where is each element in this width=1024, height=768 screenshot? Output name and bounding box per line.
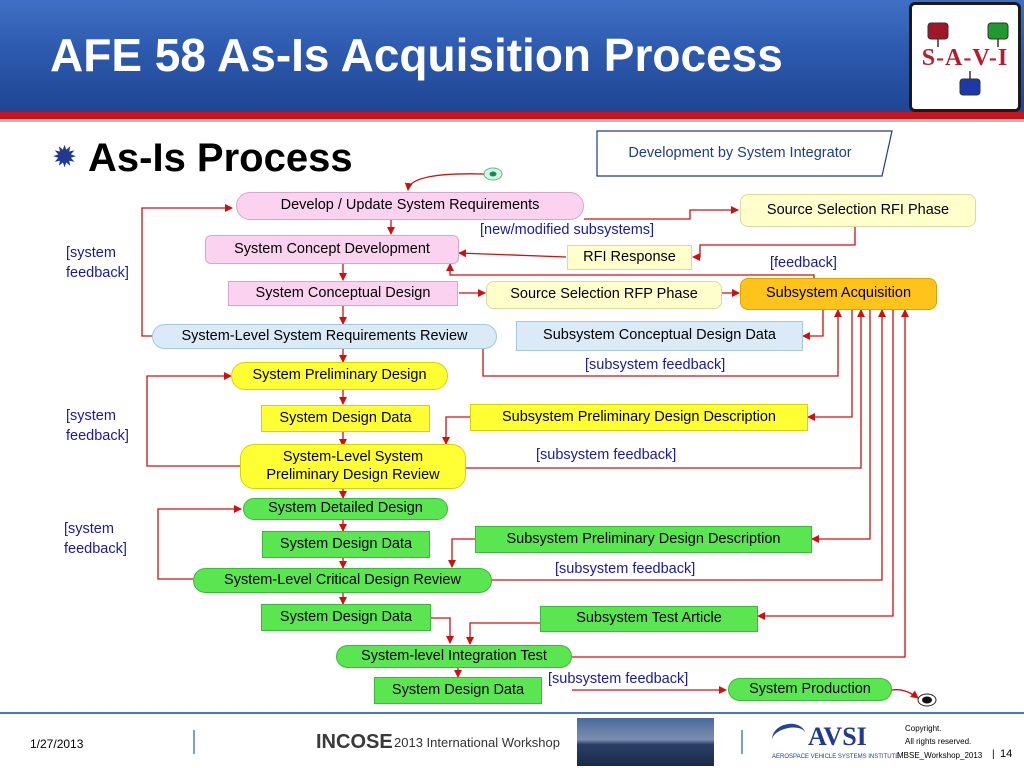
note-development-by-integrator: Development by System Integrator — [628, 145, 852, 162]
label-new-modified-subsystems: [new/modified subsystems] — [480, 222, 655, 238]
footer-divider — [0, 712, 1024, 714]
node-detailed-design: System Detailed Design — [243, 498, 448, 520]
incose-logo-text: INCOSE — [316, 731, 393, 753]
label-system-feedback-2: [system feedback] — [66, 408, 129, 444]
node-preliminary-design: System Preliminary Design — [231, 362, 448, 390]
slide-title: AFE 58 As-Is Acquisition Process — [50, 29, 783, 81]
node-concept-development: System Concept Development — [205, 235, 459, 264]
label-system-feedback-1: [system feedback] — [66, 245, 129, 281]
node-subsystem-preliminary-2: Subsystem Preliminary Design Description — [475, 526, 812, 553]
label-subsystem-feedback-1: [subsystem feedback] — [585, 357, 726, 373]
label-subsystem-feedback-2: [subsystem feedback] — [536, 447, 677, 463]
node-develop-requirements: Develop / Update System Requirements — [236, 192, 584, 220]
node-integration-test: System-level Integration Test — [336, 645, 572, 668]
bullet-heading: As-Is Process — [88, 136, 353, 180]
node-subsystem-acquisition: Subsystem Acquisition — [740, 278, 937, 310]
label-feedback: [feedback] — [770, 255, 837, 271]
footer-filename: MBSE_Workshop_2013 — [897, 751, 983, 760]
header-divider — [0, 112, 1024, 119]
footer-separator — [193, 730, 195, 754]
node-system-design-data-4: System Design Data — [374, 677, 542, 704]
label-subsystem-feedback-4: [subsystem feedback] — [548, 671, 689, 687]
node-rfi-phase: Source Selection RFI Phase — [740, 194, 976, 227]
header-divider-shadow — [0, 119, 1024, 122]
node-subsystem-test-article: Subsystem Test Article — [540, 606, 758, 632]
footer-copyright: Copyright. — [905, 724, 942, 733]
node-preliminary-design-review-label: System-Level System Preliminary Design R… — [266, 449, 440, 483]
node-subsystem-conceptual-data: Subsystem Conceptual Design Data — [516, 321, 803, 351]
footer-bar: | — [992, 749, 995, 760]
footer-separator — [741, 730, 743, 754]
node-rfi-response: RFI Response — [567, 245, 692, 270]
node-system-design-data-1: System Design Data — [261, 405, 430, 432]
slide-number: 14 — [1000, 748, 1013, 760]
savi-logo-graphic — [927, 22, 1009, 96]
avsi-subtitle: AEROSPACE VEHICLE SYSTEMS INSTITUTE — [772, 754, 900, 760]
node-subsystem-preliminary-1: Subsystem Preliminary Design Description — [470, 404, 808, 431]
savi-logo: S-A-V-I — [909, 2, 1021, 112]
jacksonville-skyline-image — [577, 718, 714, 766]
bullet-star-icon: ✹ — [52, 141, 78, 174]
label-subsystem-feedback-3: [subsystem feedback] — [555, 561, 696, 577]
node-requirements-review: System-Level System Requirements Review — [152, 324, 497, 349]
footer-date: 1/27/2013 — [30, 737, 84, 751]
label-system-feedback-3: [system feedback] — [64, 521, 127, 557]
node-rfp-phase: Source Selection RFP Phase — [486, 281, 722, 309]
node-system-design-data-2: System Design Data — [262, 531, 430, 558]
node-critical-design-review: System-Level Critical Design Review — [193, 568, 492, 593]
workshop-title: 2013 International Workshop — [394, 735, 560, 750]
logo-text: S-A-V-I — [921, 45, 1009, 71]
footer-rights: All rights reserved. — [905, 737, 972, 746]
node-system-design-data-3: System Design Data — [261, 604, 431, 631]
title-bar — [0, 0, 1024, 112]
node-preliminary-design-review: System-Level System Preliminary Design R… — [240, 444, 466, 489]
avsi-logo-text: AVSI — [808, 722, 867, 751]
node-system-production: System Production — [728, 678, 892, 701]
note-shape — [596, 130, 893, 177]
node-conceptual-design: System Conceptual Design — [228, 281, 458, 306]
